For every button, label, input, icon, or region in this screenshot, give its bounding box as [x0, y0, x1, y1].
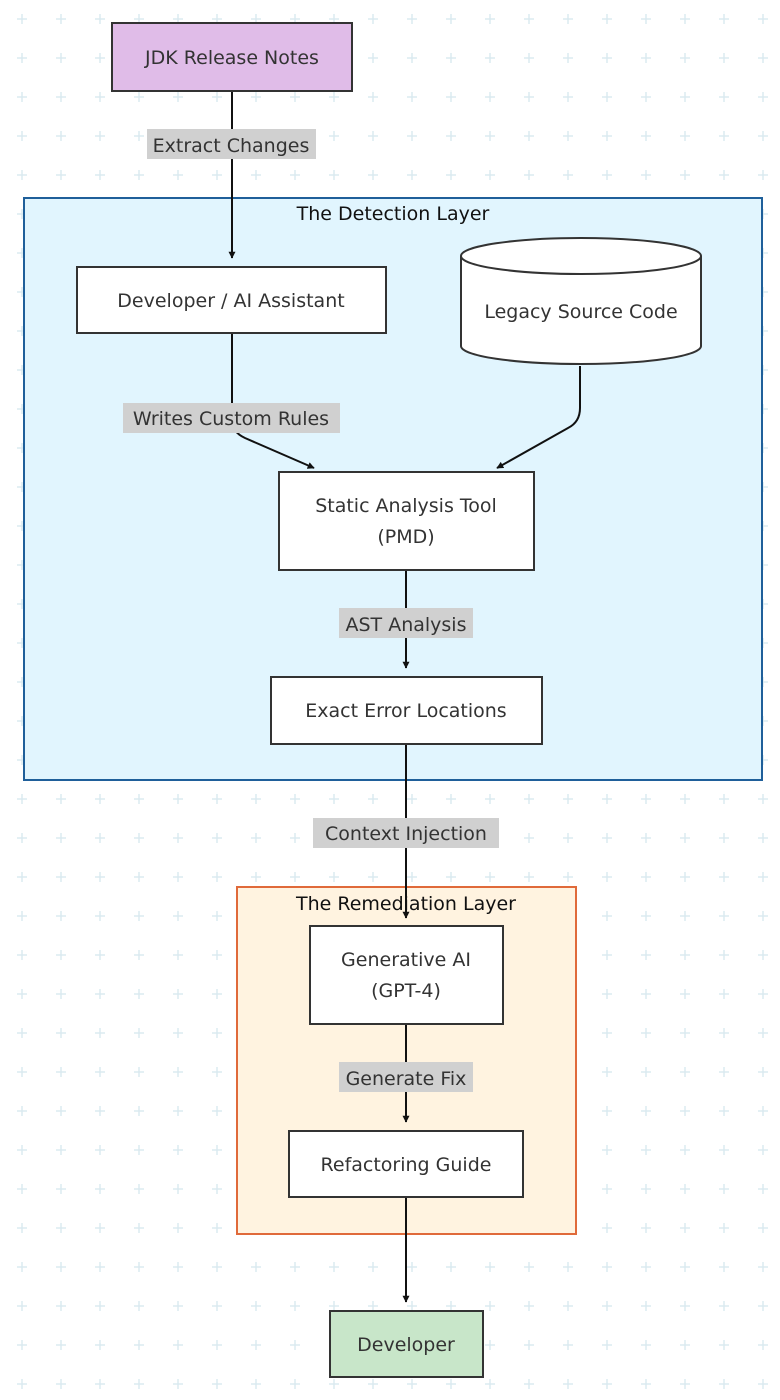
- edge-label-generate-fix-text: Generate Fix: [346, 1068, 467, 1090]
- edge-label-generate-fix: Generate Fix: [339, 1062, 473, 1092]
- node-legacy-source-code: Legacy Source Code: [460, 237, 702, 365]
- edge-label-ast-analysis-bg: [339, 608, 473, 638]
- detection-layer-title: The Detection Layer: [296, 203, 490, 225]
- node-developer-ai-assistant: Developer / AI Assistant: [76, 266, 387, 334]
- node-exact-error-locations-label: Exact Error Locations: [305, 700, 506, 722]
- legacy-source-code-cylinder-body: [460, 256, 702, 365]
- edge-label-extract-changes-bg: [147, 129, 316, 159]
- edge-label-context-injection-bg: [313, 818, 499, 848]
- node-developer-ai-assistant-label: Developer / AI Assistant: [117, 290, 344, 312]
- edge-label-writes-custom-rules-text: Writes Custom Rules: [133, 408, 329, 430]
- node-developer-label: Developer: [357, 1334, 455, 1356]
- node-legacy-source-code-label: Legacy Source Code: [484, 301, 677, 323]
- node-refactoring-guide-box: [288, 1130, 524, 1198]
- node-exact-error-locations-box: [270, 676, 543, 745]
- node-jdk-release-notes: JDK Release Notes: [111, 22, 353, 92]
- node-refactoring-guide-label: Refactoring Guide: [321, 1154, 492, 1176]
- edge-label-generate-fix-bg: [339, 1062, 473, 1092]
- edge-label-writes-custom-rules: Writes Custom Rules: [123, 403, 340, 433]
- node-developer: Developer: [329, 1310, 484, 1378]
- edge-label-extract-changes: Extract Changes: [147, 129, 316, 159]
- node-exact-error-locations: Exact Error Locations: [270, 676, 543, 745]
- edge-legacy-code-to-pmd: [496, 366, 581, 469]
- edge-label-context-injection-text: Context Injection: [325, 823, 487, 845]
- node-static-analysis-tool: Static Analysis Tool (PMD): [278, 471, 535, 571]
- edge-label-ast-analysis-text: AST Analysis: [346, 614, 467, 636]
- edge-label-extract-changes-text: Extract Changes: [153, 135, 310, 157]
- edge-label-context-injection: Context Injection: [313, 818, 499, 848]
- node-developer-box: [329, 1310, 484, 1378]
- node-generative-ai-label-line1: Generative AI: [341, 949, 471, 971]
- node-refactoring-guide: Refactoring Guide: [288, 1130, 524, 1198]
- node-static-analysis-tool-label-line2: (PMD): [377, 526, 434, 548]
- node-jdk-release-notes-box: [111, 22, 353, 92]
- node-static-analysis-tool-box: [278, 471, 535, 571]
- node-jdk-release-notes-label: JDK Release Notes: [144, 47, 319, 69]
- node-developer-ai-assistant-box: [76, 266, 387, 334]
- edge-label-ast-analysis: AST Analysis: [339, 608, 473, 638]
- node-generative-ai-box: [309, 925, 504, 1025]
- edge-label-writes-custom-rules-bg: [123, 403, 340, 433]
- node-generative-ai: Generative AI (GPT-4): [309, 925, 504, 1025]
- node-static-analysis-tool-label-line1: Static Analysis Tool: [315, 495, 497, 517]
- legacy-source-code-cylinder-top: [460, 237, 702, 275]
- node-generative-ai-label-line2: (GPT-4): [371, 980, 441, 1002]
